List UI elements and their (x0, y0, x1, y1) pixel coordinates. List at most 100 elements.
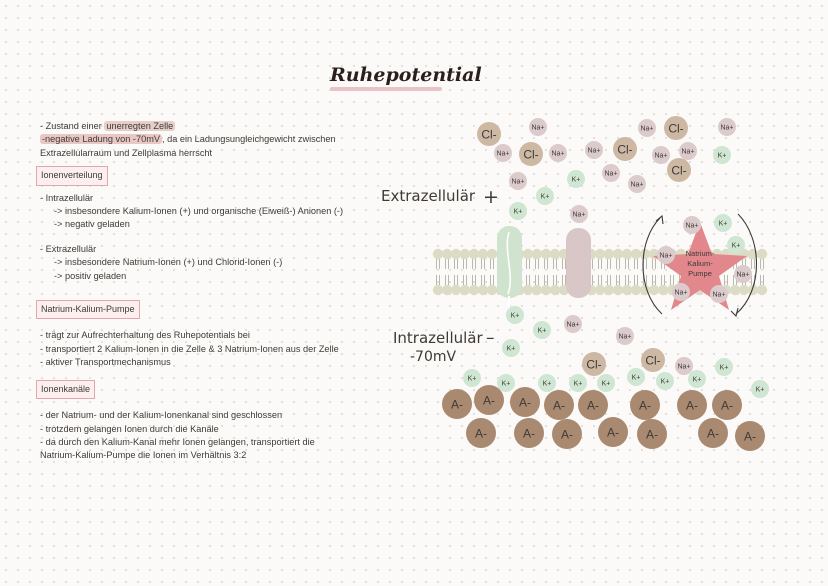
phospholipid-head (450, 284, 462, 296)
phospholipid-head (549, 248, 561, 260)
natrium-ion-circle (718, 118, 736, 136)
natrium-ion-circle (683, 216, 701, 234)
kalium-ion-label: K+ (538, 328, 547, 335)
kalium-ion-label: K+ (543, 381, 552, 388)
phospholipid-head (531, 284, 543, 296)
anion: A- (578, 390, 608, 420)
phospholipid-head (738, 284, 750, 296)
chlorid-ion-label: Cl- (645, 353, 660, 367)
kalium-ion-circle (506, 306, 524, 324)
chlorid-ion: Cl- (519, 142, 543, 166)
anion-circle (514, 418, 544, 448)
natrium-ion-circle (679, 142, 697, 160)
kalium-ion: K+ (569, 374, 587, 392)
kalium-ion-label: K+ (602, 381, 611, 388)
anion: A- (510, 387, 540, 417)
kalium-ion: K+ (627, 368, 645, 386)
kalium-ion-label: K+ (468, 376, 477, 383)
intra-label: Intrazellulär (393, 329, 483, 347)
extra-sub-line: -> positiv geladen (54, 270, 127, 281)
kalium-ion: K+ (536, 187, 554, 205)
anion: A- (514, 418, 544, 448)
anion-circle (598, 417, 628, 447)
ions-layer: Cl-Na+Na+Cl-Na+Na+Cl-Na+Cl-Na+Na+Na+Cl-K… (442, 116, 769, 451)
kalium-ion: K+ (502, 339, 520, 357)
anion-label: A- (519, 395, 531, 409)
kalium-channel-arrow (506, 231, 512, 295)
natrium-ion-label: Na+ (677, 364, 690, 371)
natrium-ion: Na+ (672, 283, 690, 301)
natrium-ion-label: Na+ (712, 292, 725, 299)
natrium-ion: Na+ (564, 315, 582, 333)
phospholipid-head (756, 248, 768, 260)
anion-label: A- (646, 427, 658, 441)
phospholipid-head (621, 248, 633, 260)
kalium-ion-label: K+ (514, 209, 523, 216)
natrium-ion: Na+ (494, 144, 512, 162)
natrium-ion-label: Na+ (551, 151, 564, 158)
phospholipid-head (441, 248, 453, 260)
natrium-ion-label: Na+ (681, 149, 694, 156)
chlorid-ion: Cl- (477, 122, 501, 146)
anion: A- (698, 418, 728, 448)
natrium-ion-label: Na+ (618, 334, 631, 341)
anion-label: A- (607, 425, 619, 439)
natrium-ion-circle (529, 118, 547, 136)
phospholipid-head (459, 284, 471, 296)
kalium-ion-label: K+ (720, 365, 729, 372)
highlight-ladung: -negative Ladung von -70mV (40, 134, 162, 145)
kalium-ion-circle (536, 187, 554, 205)
natrium-ion: Na+ (652, 146, 670, 164)
natrium-ion-circle (602, 164, 620, 182)
channel-item: - der Natrium- und der Kalium-Ionenkanal… (40, 410, 283, 421)
phospholipid-head (603, 248, 615, 260)
phospholipid-head (522, 284, 534, 296)
intra-sign: – (486, 328, 495, 348)
phospholipid-head (630, 248, 642, 260)
chlorid-ion-label: Cl- (668, 121, 683, 135)
chlorid-ion-circle (641, 348, 665, 372)
phospholipid-head (459, 248, 471, 260)
phospholipid-head (477, 284, 489, 296)
anion: A- (637, 419, 667, 449)
chlorid-ion-label: Cl- (617, 142, 632, 156)
anion: A- (735, 421, 765, 451)
kalium-ion-circle (567, 170, 585, 188)
kalium-ion: K+ (713, 146, 731, 164)
phospholipid-head (612, 248, 624, 260)
natrium-ion-circle (494, 144, 512, 162)
phospholipid-head (540, 284, 552, 296)
anion-label: A- (686, 398, 698, 412)
kalium-ion-circle (688, 370, 706, 388)
kalium-ion-circle (751, 380, 769, 398)
natrium-ion-label: Na+ (531, 125, 544, 132)
pump-label: Pumpe (688, 269, 712, 278)
natrium-ion-label: Na+ (604, 171, 617, 178)
phospholipid-head (468, 248, 480, 260)
natrium-ion-circle (638, 119, 656, 137)
phospholipid-head (756, 284, 768, 296)
extra-label: Extrazellulär (381, 187, 476, 205)
natrium-ion: Na+ (549, 144, 567, 162)
chlorid-ion: Cl- (641, 348, 665, 372)
natrium-ion: Na+ (679, 142, 697, 160)
natrium-ion-label: Na+ (587, 148, 600, 155)
anion-label: A- (553, 398, 565, 412)
anion: A- (474, 385, 504, 415)
anion-label: A- (523, 426, 535, 440)
pump-star (653, 222, 747, 310)
anion: A- (442, 389, 472, 419)
chlorid-ion-circle (667, 158, 691, 182)
natrium-ion: Na+ (602, 164, 620, 182)
intra-sub-line: -> insbesondere Kalium-Ionen (+) und org… (54, 206, 344, 217)
natrium-ion: Na+ (683, 216, 701, 234)
pump-arrow-right (735, 213, 758, 315)
chlorid-ion-label: Cl- (671, 163, 686, 177)
natrium-ion-circle (734, 265, 752, 283)
natrium-ion-label: Na+ (674, 290, 687, 297)
natrium-ion: Na+ (616, 327, 634, 345)
extra-sub-line: -> insbesondere Natrium-Ionen (+) und Ch… (54, 257, 283, 268)
extra-sign: + (483, 186, 499, 208)
kalium-ion: K+ (497, 374, 515, 392)
section-heading-ionenverteilung: Ionenverteilung (36, 166, 108, 186)
